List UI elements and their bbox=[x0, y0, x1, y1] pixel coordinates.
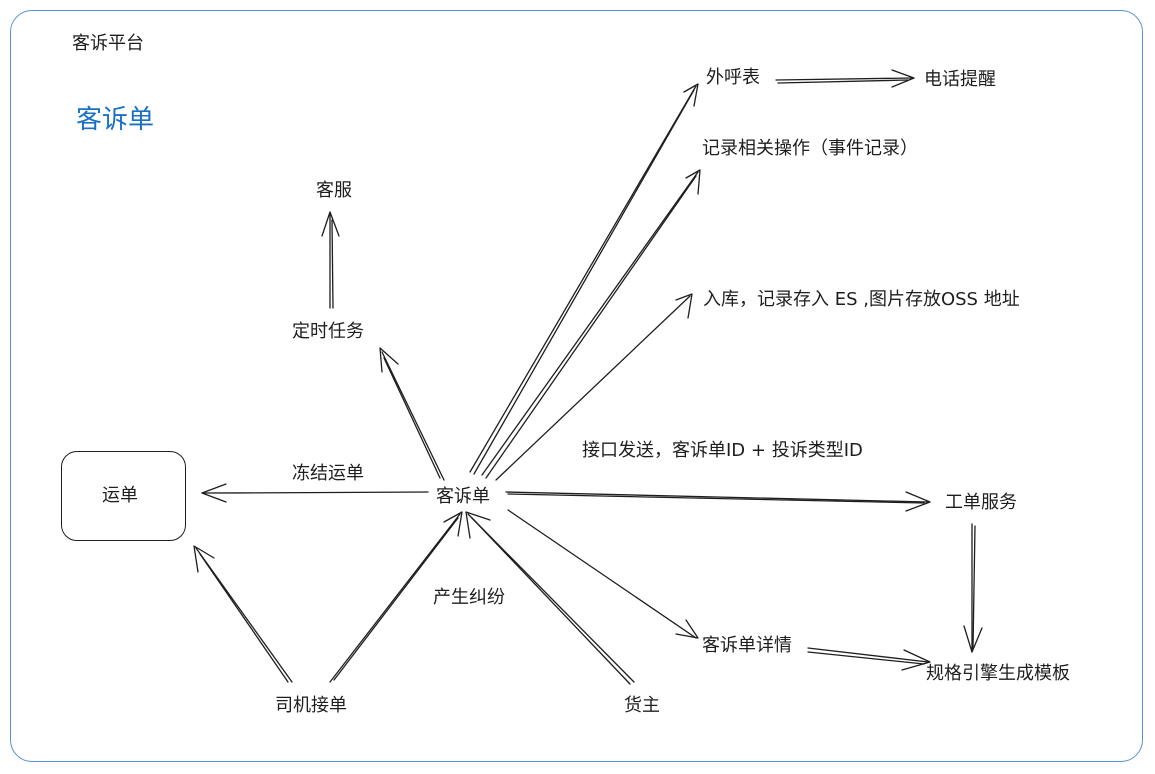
arrow-complaint-to-outbound-call bbox=[469, 83, 699, 475]
arrow-complaint-to-detail bbox=[507, 509, 699, 639]
doc-title: 客诉单 bbox=[76, 105, 155, 135]
arrow-complaint-to-work-order bbox=[505, 491, 931, 512]
node-customer-service: 客服 bbox=[316, 180, 352, 201]
node-storage: 入库，记录存入 ES ,图片存放OSS 地址 bbox=[703, 289, 1020, 310]
waybill-box[interactable] bbox=[61, 451, 186, 541]
edge-label-freeze: 冻结运单 bbox=[292, 463, 364, 484]
arrow-task-to-customer-service bbox=[321, 211, 340, 309]
node-scheduled-task: 定时任务 bbox=[292, 321, 364, 342]
node-outbound-call: 外呼表 bbox=[706, 67, 760, 88]
edge-label-dispute: 产生纠纷 bbox=[433, 587, 505, 608]
arrow-detail-to-template bbox=[807, 647, 931, 671]
node-template-engine: 规格引擎生成模板 bbox=[926, 663, 1070, 684]
arrow-outbound-to-reminder bbox=[775, 69, 915, 88]
arrow-driver-to-complaint bbox=[329, 511, 463, 683]
node-phone-reminder: 电话提醒 bbox=[924, 69, 996, 90]
node-complaint[interactable]: 客诉单 bbox=[436, 486, 490, 507]
arrow-complaint-to-record-ops bbox=[481, 169, 701, 479]
arrow-complaint-to-waybill bbox=[201, 483, 429, 503]
platform-frame bbox=[10, 10, 1143, 762]
arrow-shipper-to-complaint bbox=[465, 511, 635, 685]
node-shipper: 货主 bbox=[624, 695, 660, 716]
node-waybill: 运单 bbox=[102, 485, 138, 506]
node-complaint-detail: 客诉单详情 bbox=[702, 635, 792, 656]
arrow-complaint-to-storage bbox=[495, 293, 693, 481]
node-driver: 司机接单 bbox=[275, 695, 347, 716]
platform-title: 客诉平台 bbox=[72, 33, 144, 54]
arrow-driver-to-waybill bbox=[193, 545, 293, 683]
arrow-complaint-to-scheduled-task bbox=[379, 347, 445, 481]
node-record-ops: 记录相关操作（事件记录） bbox=[702, 138, 918, 159]
node-work-order: 工单服务 bbox=[945, 492, 1017, 513]
edge-label-api-send: 接口发送，客诉单ID + 投诉类型ID bbox=[582, 440, 863, 461]
arrow-work-order-to-template bbox=[963, 523, 983, 653]
